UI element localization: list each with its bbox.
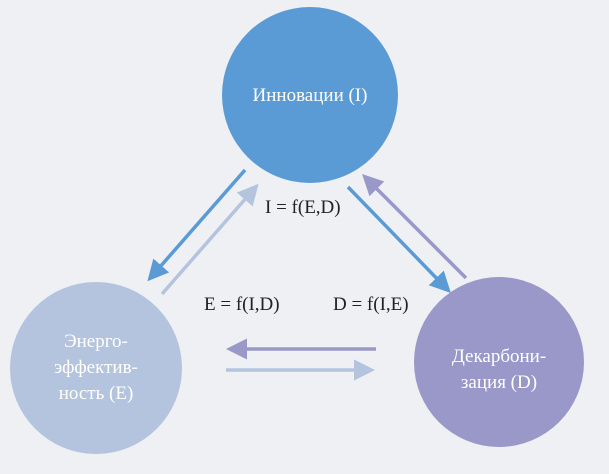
formula-decarbonization: D = f(I,E) xyxy=(333,294,409,315)
arrow-innovation-to-decarbonization xyxy=(346,185,451,294)
arrow-decarbonization-to-innovation xyxy=(362,174,468,280)
decarbonization-label-line1: Декарбони- xyxy=(451,346,547,367)
arrow-efficiency-to-innovation xyxy=(160,183,259,296)
arrow-innovation-to-efficiency xyxy=(147,168,247,282)
efficiency-label-line1: Энерго- xyxy=(64,331,128,352)
efficiency-label-line3: ность (E) xyxy=(58,383,134,404)
decarbonization-node xyxy=(414,277,584,447)
formula-innovation: I = f(E,D) xyxy=(265,197,341,218)
decarbonization-label: Декарбони- зация (D) xyxy=(419,342,579,398)
formula-efficiency: E = f(I,D) xyxy=(204,294,280,315)
innovation-label-text: Инновации (I) xyxy=(252,85,368,106)
efficiency-label-line2: эффектив- xyxy=(54,357,138,378)
decarbonization-label-line2: зация (D) xyxy=(460,372,538,393)
innovation-node xyxy=(222,7,398,183)
efficiency-label: Энерго- эффектив- ность (E) xyxy=(16,326,176,410)
innovation-label: Инновации (I) xyxy=(222,82,398,110)
efficiency-node xyxy=(10,282,182,454)
